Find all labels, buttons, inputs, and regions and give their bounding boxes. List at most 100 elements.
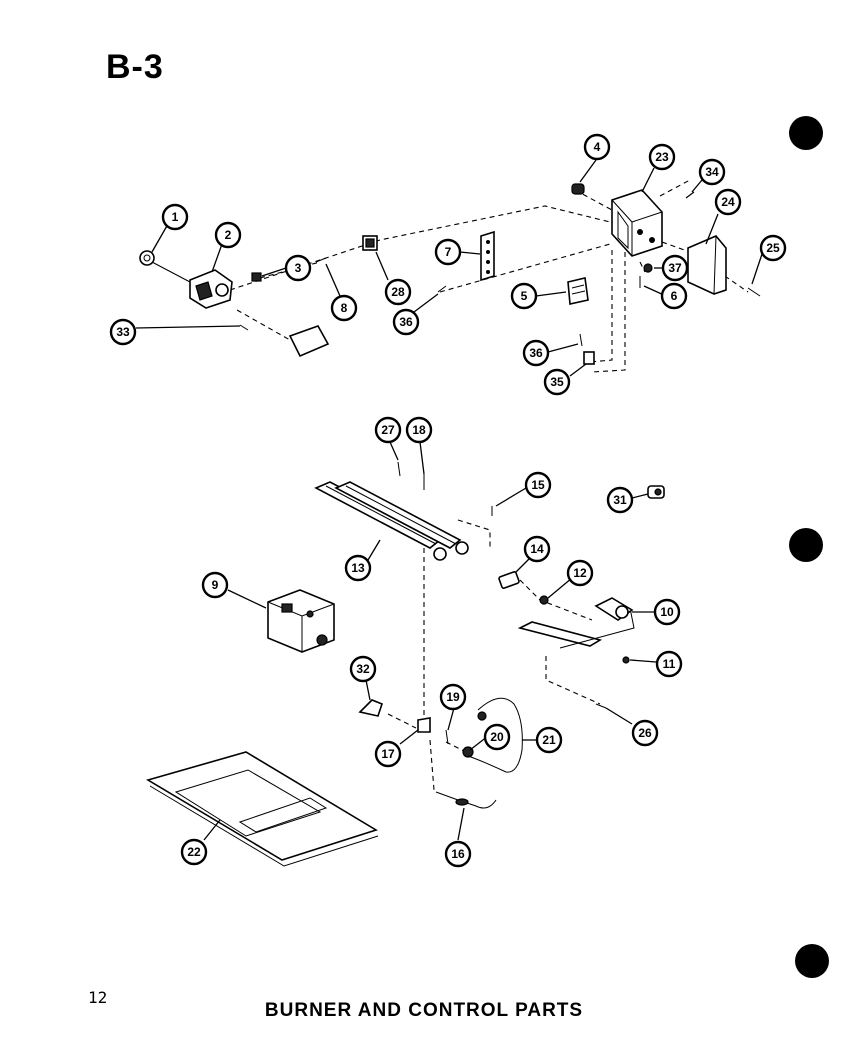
svg-text:32: 32	[356, 662, 370, 676]
callout-18: 18	[405, 416, 433, 444]
svg-text:27: 27	[381, 423, 395, 437]
callout-5: 5	[510, 282, 538, 310]
callout-11: 11	[655, 650, 683, 678]
callout-25: 25	[759, 234, 787, 262]
part-14-orifice	[498, 571, 520, 589]
part-13-burner	[314, 481, 469, 561]
callout-14: 14	[523, 535, 551, 563]
part-33-bracket	[239, 324, 330, 358]
part-19-screw	[445, 729, 449, 745]
svg-text:17: 17	[381, 747, 395, 761]
svg-text:4: 4	[594, 140, 601, 154]
svg-text:18: 18	[412, 423, 426, 437]
page-title: B-3	[106, 48, 164, 86]
callout-20: 20	[483, 723, 511, 751]
part-37-nut	[643, 263, 653, 273]
part-25-screw	[747, 287, 761, 297]
part-12-nut	[539, 595, 549, 605]
callout-15: 15	[524, 471, 552, 499]
svg-text:22: 22	[187, 845, 201, 859]
svg-text:14: 14	[530, 542, 544, 556]
callout-26: 26	[631, 719, 659, 747]
part-4-grommet	[571, 183, 585, 195]
svg-text:28: 28	[391, 285, 405, 299]
binder-hole-bottom	[795, 944, 829, 978]
part-36-screw-upper	[437, 285, 447, 293]
svg-text:13: 13	[351, 561, 365, 575]
part-24-cover	[687, 235, 727, 295]
callout-23: 23	[648, 143, 676, 171]
part-17-bracket	[417, 717, 431, 733]
part-34-screw	[685, 191, 695, 199]
part-16-pilot-head	[455, 798, 469, 806]
callout-27: 27	[374, 416, 402, 444]
svg-text:25: 25	[766, 241, 780, 255]
svg-text:31: 31	[613, 493, 627, 507]
callout-21: 21	[535, 726, 563, 754]
svg-text:37: 37	[668, 261, 682, 275]
part-26-screw	[595, 703, 607, 709]
svg-text:19: 19	[446, 690, 460, 704]
callout-32: 32	[349, 655, 377, 683]
part-36-screw-lower	[579, 333, 583, 347]
part-8-screw	[315, 257, 327, 263]
callout-7: 7	[434, 238, 462, 266]
callout-13: 13	[344, 554, 372, 582]
svg-text:12: 12	[573, 566, 587, 580]
part-2-valve	[189, 269, 233, 309]
callout-24: 24	[714, 188, 742, 216]
callout-12: 12	[566, 559, 594, 587]
part-31-plug	[647, 485, 665, 499]
part-3-nut	[251, 272, 262, 282]
callout-9: 9	[201, 571, 229, 599]
part-5-transformer	[567, 277, 589, 305]
part-35-connector	[583, 351, 595, 365]
callout-16: 16	[444, 840, 472, 868]
page-caption: BURNER AND CONTROL PARTS	[264, 1000, 584, 1021]
part-23-control-box	[611, 189, 663, 257]
callout-8: 8	[330, 294, 358, 322]
page-number: 12	[88, 988, 108, 1007]
part-28-clip	[362, 235, 378, 251]
callout-10: 10	[653, 598, 681, 626]
callout-1: 1	[161, 203, 189, 231]
callout-31: 31	[606, 486, 634, 514]
svg-text:2: 2	[225, 228, 232, 242]
callout-36-lower: 36	[522, 339, 550, 367]
svg-text:24: 24	[721, 195, 735, 209]
svg-text:5: 5	[521, 289, 528, 303]
callout-2: 2	[214, 221, 242, 249]
svg-text:3: 3	[295, 261, 302, 275]
part-1-washer	[139, 250, 191, 283]
part-27-screw	[397, 461, 401, 477]
svg-text:15: 15	[531, 478, 545, 492]
svg-text:23: 23	[655, 150, 669, 164]
part-11-screw	[622, 656, 630, 664]
part-21-thermocouple	[467, 697, 523, 773]
part-16-pilot	[435, 791, 497, 809]
part-32-bracket	[358, 699, 383, 717]
svg-text:1: 1	[172, 210, 179, 224]
binder-hole-middle	[789, 528, 823, 562]
callout-6: 6	[660, 282, 688, 310]
svg-text:35: 35	[550, 375, 564, 389]
callout-3: 3	[284, 254, 312, 282]
svg-text:10: 10	[660, 605, 674, 619]
part-22-tray	[146, 751, 379, 867]
part-20-washer	[477, 711, 487, 721]
svg-text:11: 11	[663, 657, 676, 671]
svg-text:33: 33	[116, 325, 130, 339]
callout-19: 19	[439, 683, 467, 711]
part-10-manifold	[517, 597, 635, 649]
leader-lines	[135, 159, 763, 841]
svg-text:21: 21	[542, 733, 556, 747]
callout-36-upper: 36	[392, 308, 420, 336]
part-7-terminal-strip	[480, 230, 495, 282]
svg-text:26: 26	[638, 726, 652, 740]
svg-text:9: 9	[212, 578, 219, 592]
callout-34: 34	[698, 158, 726, 186]
callout-28: 28	[384, 278, 412, 306]
svg-text:6: 6	[671, 289, 678, 303]
